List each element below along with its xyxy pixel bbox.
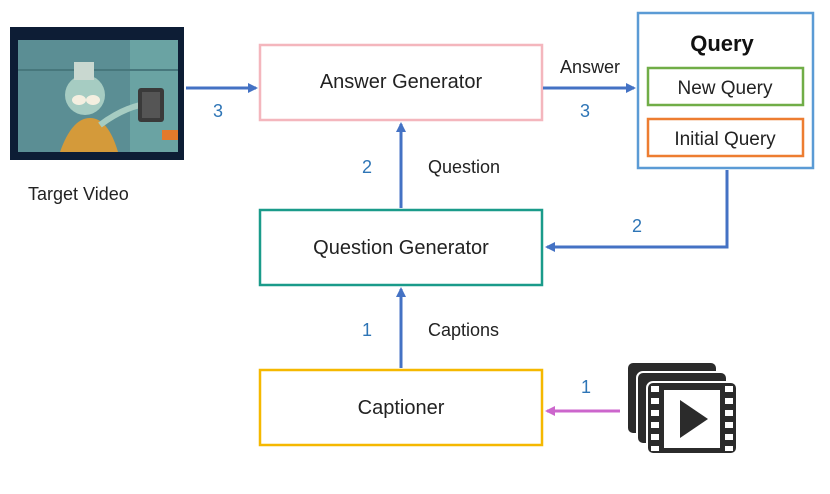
question-generator-box: Question Generator (258, 208, 544, 287)
video-clips-icon (626, 361, 738, 455)
play-icon (680, 400, 708, 438)
captioner-label: Captioner (358, 397, 445, 419)
new-query-label: New Query (677, 78, 773, 99)
step-clips-to-captioner: 1 (581, 377, 591, 397)
question-generator-label: Question Generator (313, 237, 489, 259)
query-box: Query New Query Initial Query (636, 11, 815, 170)
step-question-to-answer: 2 (362, 157, 372, 177)
initial-query-box: Initial Query (646, 117, 805, 158)
step-query-to-question: 2 (632, 216, 642, 236)
step-captioner-to-question: 1 (362, 320, 372, 340)
initial-query-label: Initial Query (674, 129, 776, 150)
query-title: Query (690, 31, 754, 56)
captioner-box: Captioner (258, 368, 544, 447)
question-edge-label: Question (428, 157, 500, 177)
target-video-thumbnail (10, 27, 184, 160)
captions-edge-label: Captions (428, 320, 499, 340)
answer-edge-label: Answer (560, 57, 620, 77)
target-video-caption: Target Video (28, 184, 129, 204)
new-query-box: New Query (646, 66, 805, 107)
step-video-to-answer: 3 (213, 101, 223, 121)
arrow-query-to-question (545, 170, 729, 252)
step-answer-to-query: 3 (580, 101, 590, 121)
answer-generator-label: Answer Generator (320, 71, 483, 93)
answer-generator-box: Answer Generator (258, 43, 544, 122)
